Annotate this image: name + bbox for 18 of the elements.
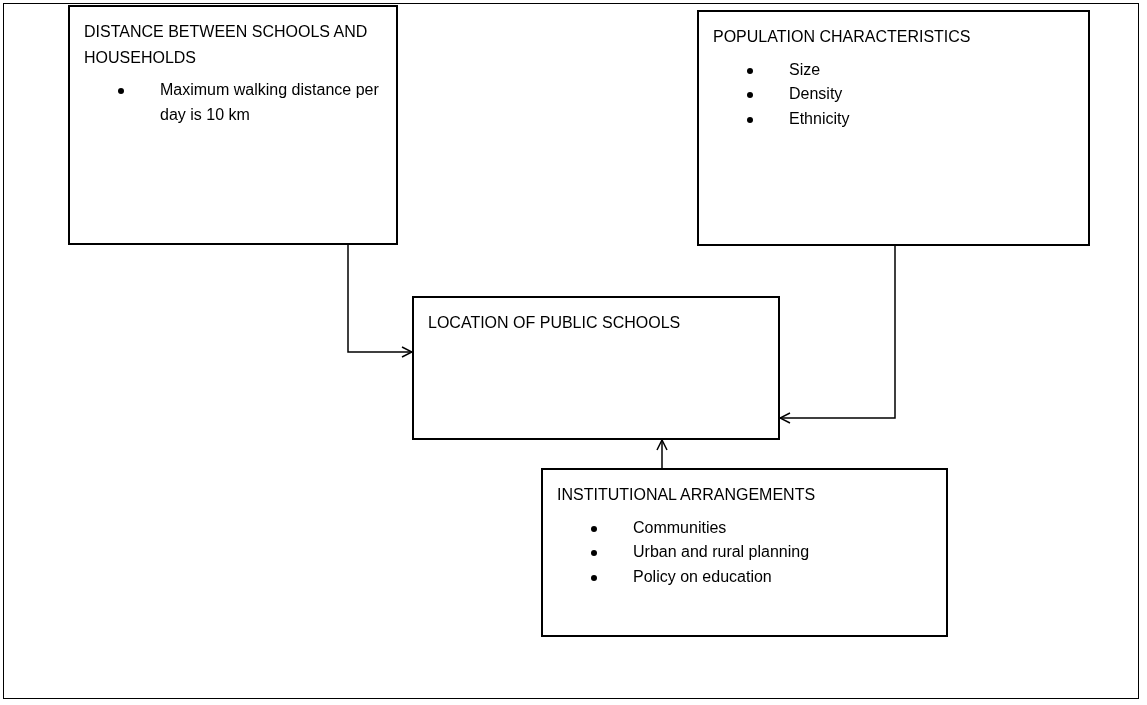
process-box: [412, 296, 780, 440]
arrow: [779, 245, 896, 424]
box-heading: INSTITUTIONAL ARRANGEMENTS: [557, 485, 817, 505]
arrow: [347, 244, 413, 358]
bullet-item: Communities: [633, 518, 727, 536]
bullet-item: Size: [789, 60, 821, 78]
bullet-item: Urban and rural planning: [633, 543, 810, 561]
bullet-item: Policy on education: [633, 568, 772, 586]
bullet-item: Density: [789, 85, 843, 103]
bullet-item: Maximum walking distance per day is 10 km: [160, 81, 379, 123]
process-box: [68, 5, 398, 245]
bullet-item: Ethnicity: [789, 110, 850, 128]
box-heading: DISTANCE BETWEEN SCHOOLS AND HOUSEHOLDS: [84, 22, 369, 68]
arrow: [656, 439, 668, 469]
process-box: [541, 468, 948, 637]
process-box: [697, 10, 1090, 246]
box-heading: POPULATION CHARACTERISTICS: [713, 27, 972, 47]
box-heading: LOCATION OF PUBLIC SCHOOLS: [428, 313, 682, 333]
